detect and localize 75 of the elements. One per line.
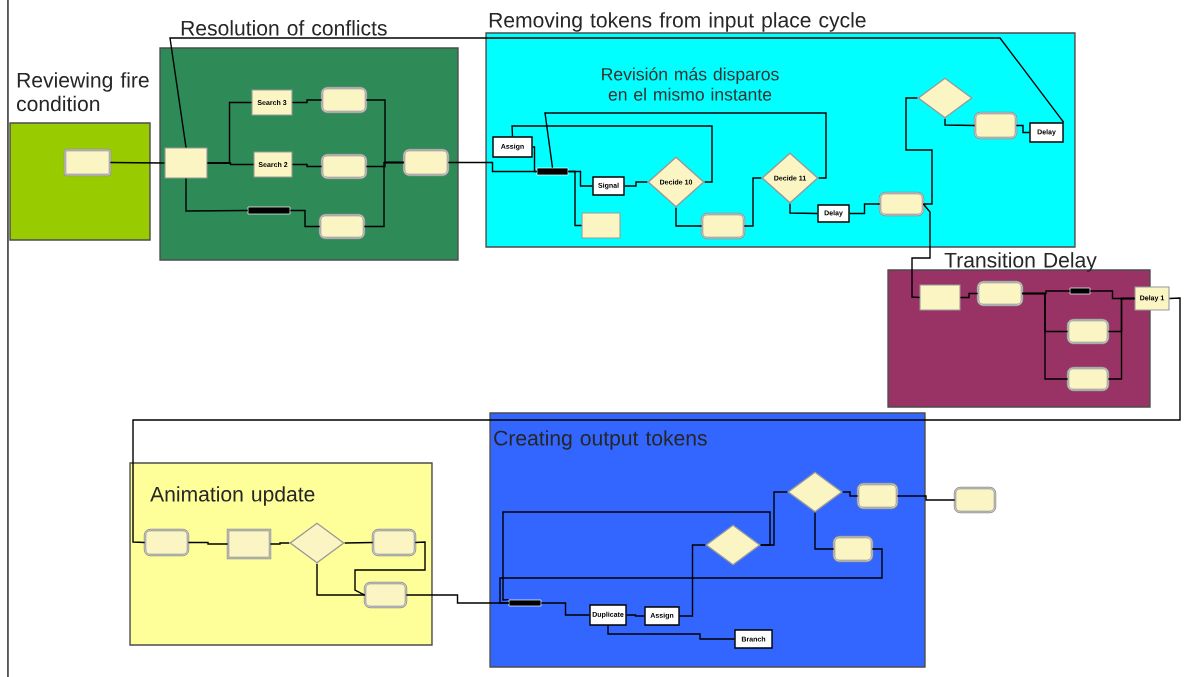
connector [679, 544, 706, 617]
bar [247, 206, 291, 215]
connector [316, 563, 366, 596]
connector [187, 541, 229, 545]
connector [291, 99, 323, 104]
connector [896, 495, 956, 501]
module-box [581, 212, 621, 239]
connector [959, 292, 979, 299]
connector [1107, 297, 1136, 380]
connector [849, 203, 881, 215]
connector [269, 542, 290, 545]
connector [675, 207, 703, 227]
module-box [164, 147, 208, 179]
connector [540, 602, 590, 616]
rounded-module [976, 280, 1024, 307]
connector [944, 118, 976, 127]
rounded-module [320, 86, 368, 114]
bar [1069, 287, 1091, 295]
connector [132, 297, 1181, 544]
connector [206, 162, 255, 166]
connector [185, 177, 249, 212]
note-text: Revisión más disparos en el mismo instante [602, 67, 779, 101]
connector [511, 125, 713, 183]
panel-heading: Removing tokens from input place cycle [489, 12, 866, 32]
connector [911, 203, 931, 299]
connector [344, 541, 374, 544]
connector [814, 512, 835, 550]
bar [508, 599, 542, 607]
rounded-module [371, 528, 417, 557]
rounded-module [700, 212, 746, 240]
connector [743, 177, 762, 227]
rounded-module [318, 213, 366, 240]
panel-heading: Creating output tokens [494, 430, 707, 450]
connector [842, 491, 859, 497]
connector [544, 112, 827, 179]
rounded-module [1066, 318, 1110, 345]
rounded-module [832, 535, 874, 563]
connector [905, 97, 933, 205]
connector [289, 209, 321, 228]
rounded-module [363, 581, 408, 609]
connector [607, 625, 735, 640]
decision-diamond [787, 471, 843, 513]
connector [109, 161, 166, 164]
connector [532, 146, 538, 173]
panel-heading: Transition Delay [944, 252, 1097, 272]
connector [363, 161, 405, 228]
module-box [226, 528, 272, 560]
connector [789, 203, 818, 215]
module-box [919, 284, 961, 311]
rounded-module [953, 486, 997, 514]
bar [536, 167, 569, 176]
rounded-module [402, 148, 450, 177]
rounded-module [878, 191, 925, 217]
connector [354, 541, 426, 596]
module-box [63, 148, 112, 177]
panel-heading: Resolution of conflicts [181, 20, 387, 36]
connector [624, 181, 648, 187]
decision-diamond [705, 524, 761, 566]
connector [502, 511, 771, 601]
decision-diamond [289, 522, 345, 564]
rounded-module [856, 482, 899, 510]
rounded-module [973, 111, 1018, 140]
panel-heading: Animation update [150, 486, 315, 506]
connector [169, 37, 1065, 149]
connector [1015, 124, 1030, 134]
connector [626, 614, 645, 617]
panel-heading: Reviewing fire condition [17, 72, 149, 112]
connector [291, 163, 323, 168]
connector [499, 548, 883, 604]
rounded-module [320, 153, 368, 180]
connector [1021, 292, 1069, 380]
connector [567, 170, 583, 227]
rounded-module [1066, 366, 1110, 392]
decision-diamond [917, 77, 973, 119]
rounded-module [143, 528, 190, 557]
